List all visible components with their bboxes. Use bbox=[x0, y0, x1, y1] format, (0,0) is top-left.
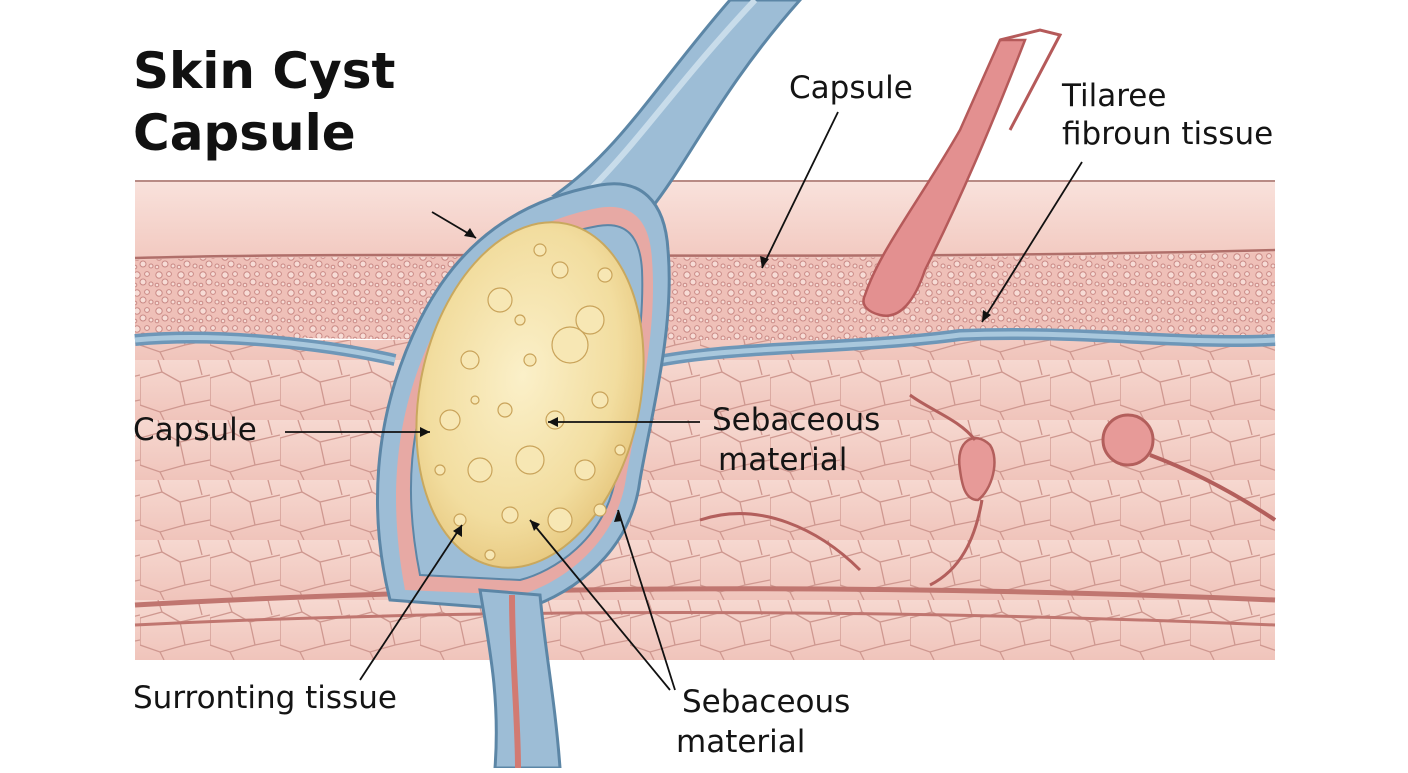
hair-follicle bbox=[862, 38, 1027, 318]
label-sebaceous-mid-line2: material bbox=[718, 442, 848, 478]
leader-lines bbox=[285, 111, 1083, 691]
label-capsule-left: Capsule bbox=[133, 412, 257, 448]
epidermis-layer bbox=[135, 180, 1275, 260]
label-surronting-tissue: Surronting tissue bbox=[133, 680, 397, 716]
nodule-mid bbox=[957, 436, 996, 502]
label-sebaceous-bottom-line2: material bbox=[676, 724, 806, 760]
label-sebaceous-mid-line1: Sebaceous bbox=[712, 402, 881, 438]
label-capsule-top: Capsule bbox=[789, 70, 913, 106]
label-tilaree-line1: Tilaree bbox=[1062, 78, 1167, 114]
diagram-title: Skin Cyst Capsule bbox=[133, 40, 395, 164]
nodule-right bbox=[1101, 413, 1155, 467]
label-tilaree-line2: fibroun tissue bbox=[1062, 116, 1274, 152]
label-sebaceous-bottom-line1: Sebaceous bbox=[682, 684, 851, 720]
title-line-1: Skin Cyst bbox=[133, 42, 396, 100]
duct-upper bbox=[551, 0, 803, 212]
sebum-droplets bbox=[434, 243, 626, 561]
title-line-2: Capsule bbox=[133, 104, 356, 162]
granular-layer bbox=[135, 252, 1275, 341]
